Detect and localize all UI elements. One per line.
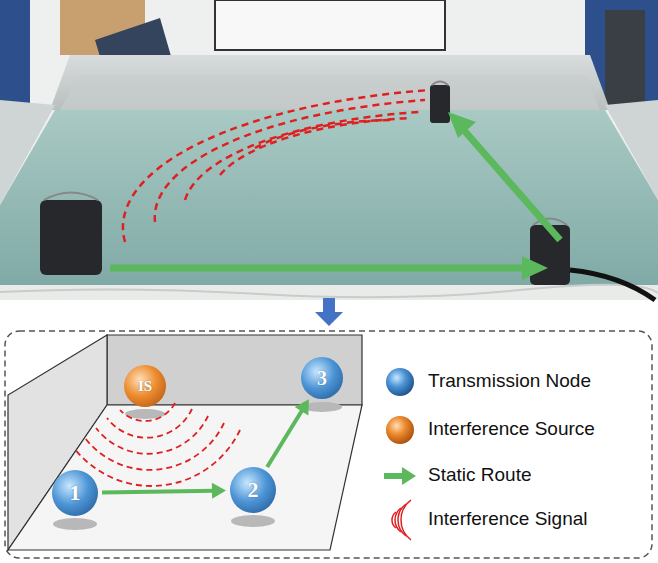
static-route-arrow [102,483,226,499]
dashed-frame [5,331,652,558]
transmission-node-sphere: 2 [230,467,276,513]
pool-photo [0,0,658,300]
node-shadow [53,402,342,530]
legend-label: Static Route [428,464,532,486]
interference-source-sphere: IS [124,365,166,407]
node-number: 3 [317,367,327,390]
pool-schematic [8,335,362,550]
transmission-node-sphere: 1 [52,470,98,516]
interference-arcs [74,403,240,486]
legend-label: Interference Signal [428,508,588,530]
node-number: 2 [248,477,259,503]
legend-label: Interference Source [428,418,595,440]
transmission-node-sphere: 3 [301,357,343,399]
node-number: IS [138,378,152,395]
legend-label: Transmission Node [428,370,591,392]
node-number: 1 [70,480,81,506]
down-arrow [315,298,343,326]
static-route-arrow [267,399,309,467]
legend-icons [384,368,416,540]
